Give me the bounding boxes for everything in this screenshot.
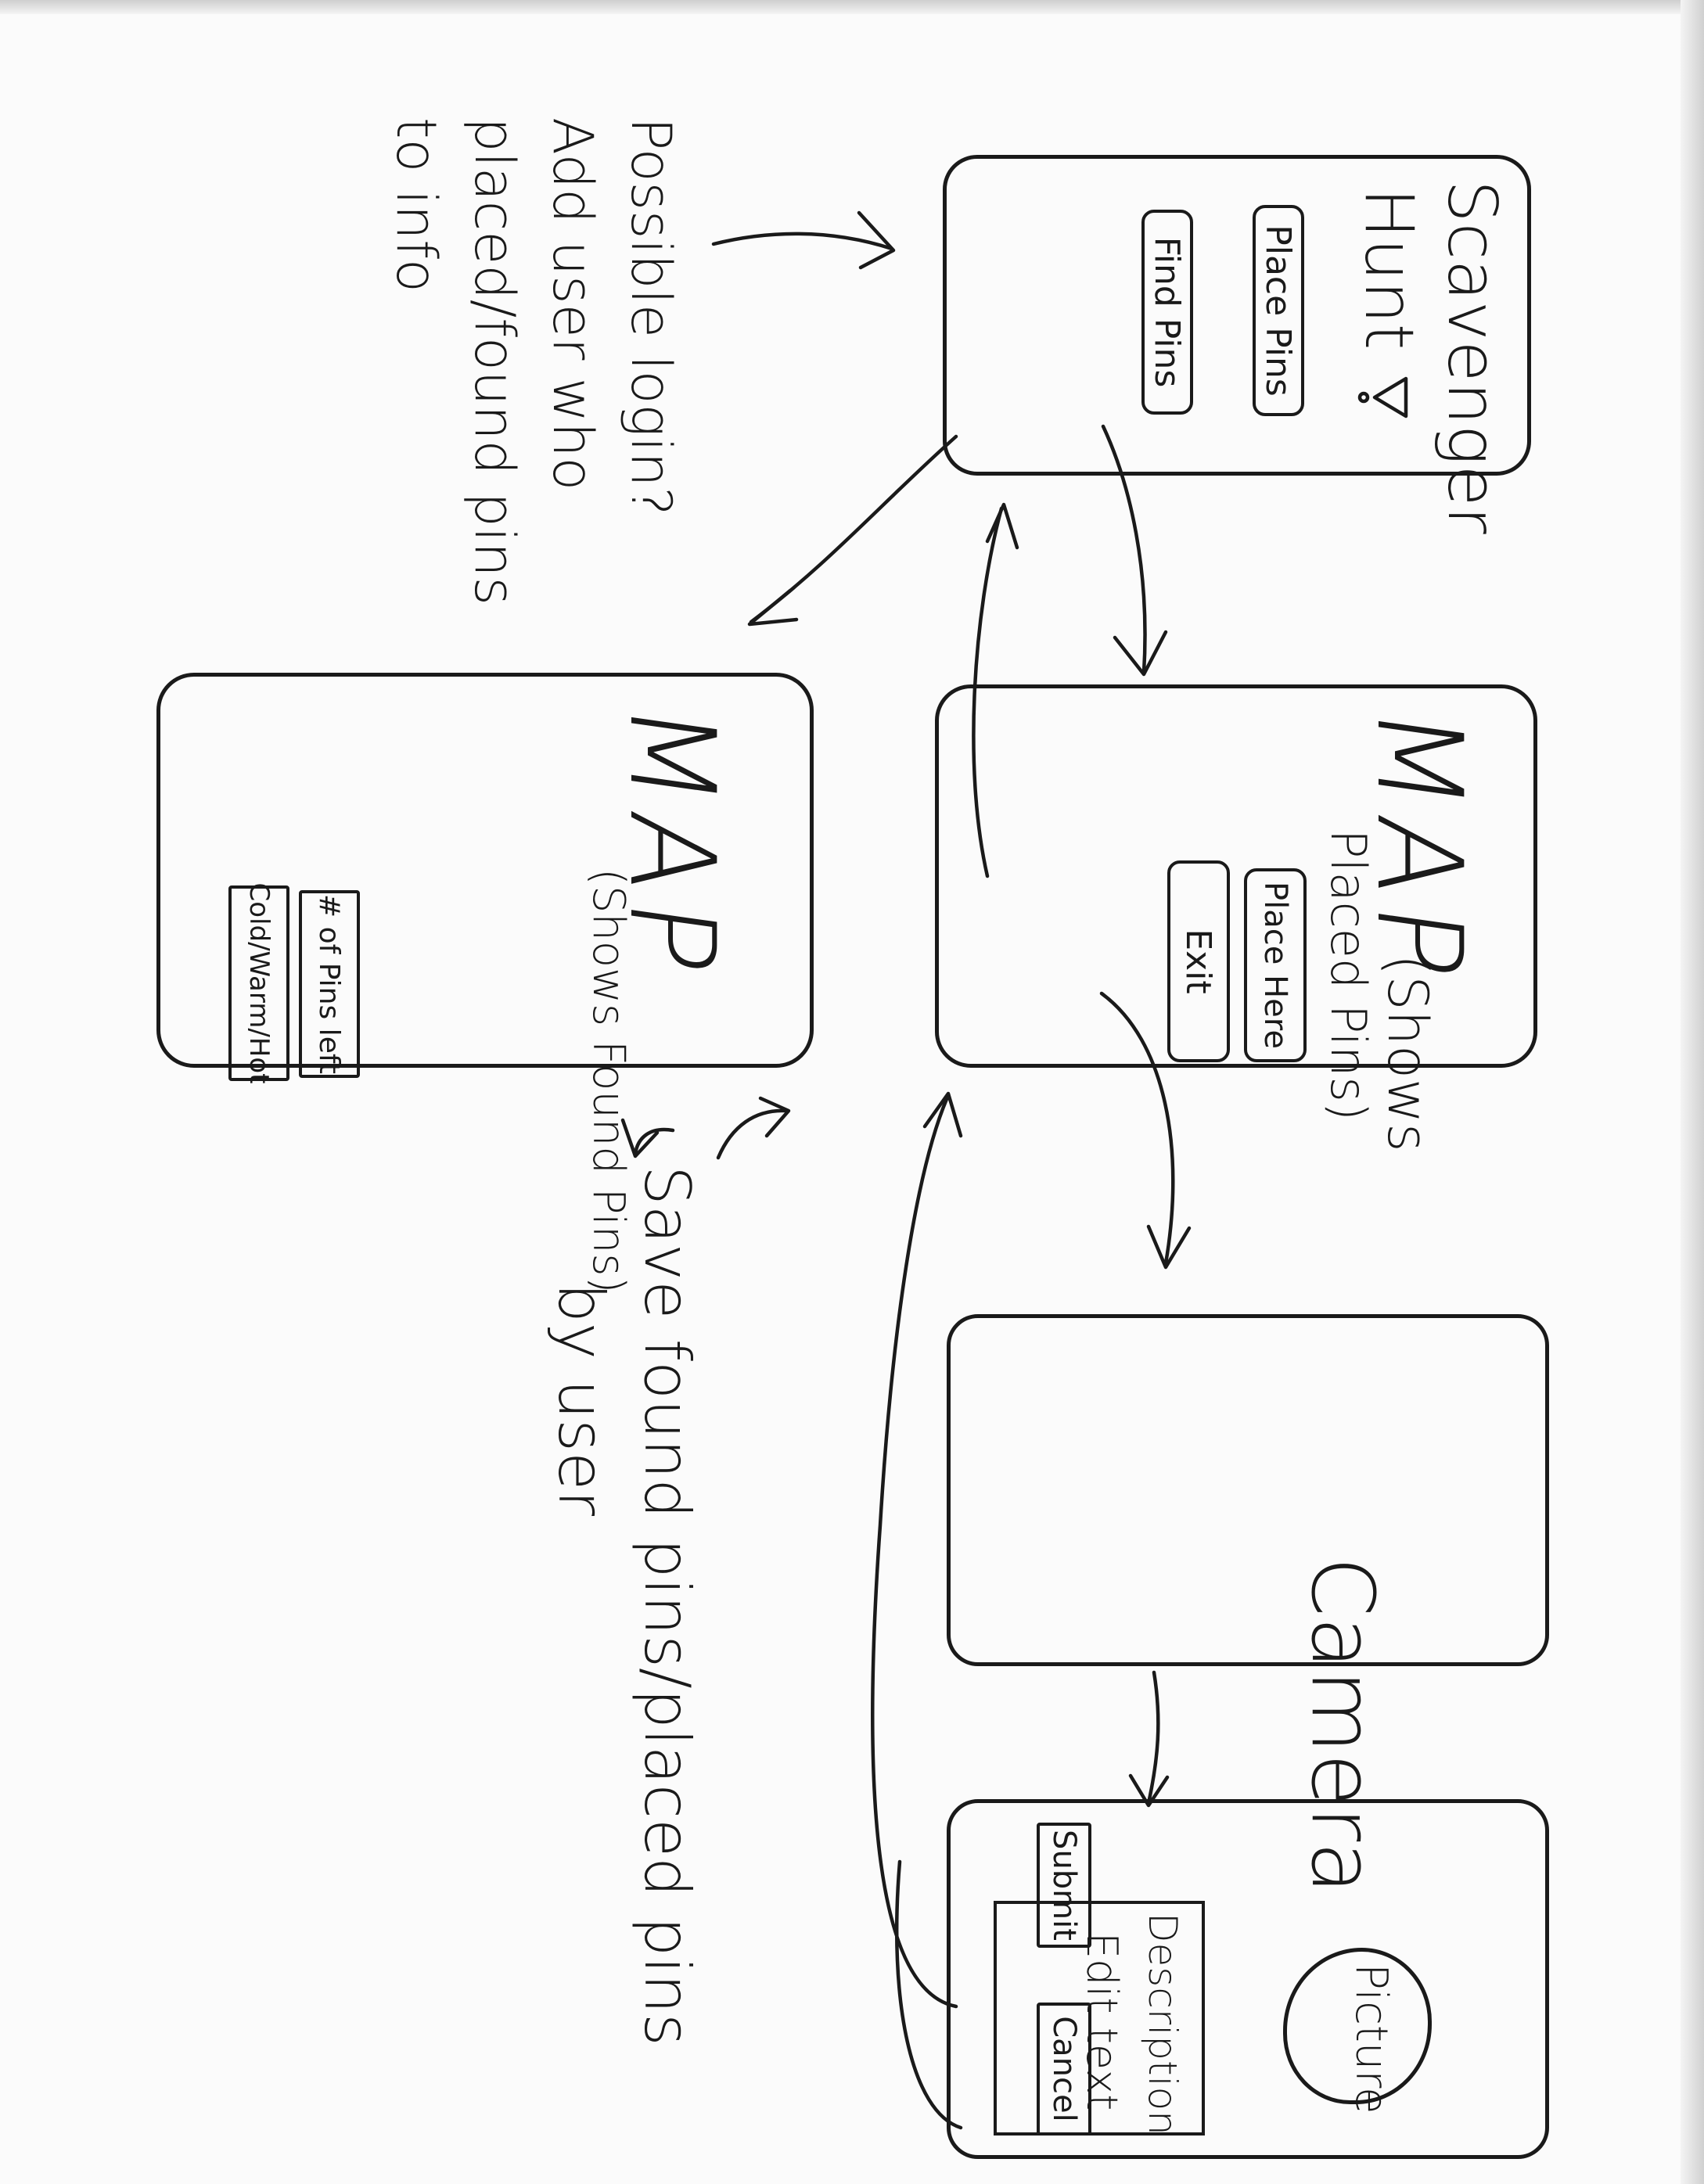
- save-note: Save found pins/placed pins by user: [0, 1166, 704, 2046]
- arrow-save-note-down: [716, 1108, 789, 1160]
- login-note-line4: to info: [384, 117, 448, 293]
- camera-content: Camera: [939, 1322, 1533, 1895]
- arrowhead-find-pins: [747, 588, 799, 627]
- arrow-login-note: [711, 232, 894, 251]
- home-screen-content: Scavenger Hunt Place Pins Find Pins: [951, 164, 1530, 534]
- login-note: Possible login? Add user who placed/foun…: [297, 117, 688, 605]
- placed-map-caption-line1: (Shows: [1375, 954, 1440, 1152]
- save-note-line1: Save found pins/placed pins: [631, 1166, 703, 2046]
- cancel-button[interactable]: Cancel: [1037, 2003, 1091, 2136]
- submit-button[interactable]: Submit: [1037, 1823, 1091, 1948]
- picture-label: Picture: [1346, 1963, 1397, 2114]
- login-note-line1: Possible login?: [619, 117, 683, 516]
- pins-left-label: # of Pins left: [299, 890, 360, 1078]
- place-pins-button[interactable]: Place Pins: [1253, 205, 1304, 416]
- place-here-button[interactable]: Place Here: [1244, 868, 1307, 1062]
- login-note-line2: Add user who: [541, 117, 605, 491]
- arrow-camera-to-submit: [1146, 1670, 1160, 1805]
- find-pins-button[interactable]: Find Pins: [1141, 210, 1193, 415]
- submit-screen: [947, 1799, 1549, 2159]
- found-map-screen: [156, 673, 814, 1068]
- arrowhead-login-note: [857, 210, 896, 270]
- cold-warm-hot-label: Cold/Warm/Hot: [228, 883, 289, 1083]
- camera-screen: [947, 1314, 1549, 1666]
- description-line1: Description: [1140, 1913, 1185, 2136]
- arrowhead-place-pins: [1113, 630, 1168, 677]
- arrowhead-submit: [922, 1091, 963, 1138]
- arrowhead-exit: [985, 502, 1019, 550]
- placed-map-screen: [935, 684, 1537, 1068]
- home-title-line2: Hunt: [1350, 188, 1428, 350]
- arrowhead-place-here: [1146, 1224, 1192, 1270]
- home-screen: [943, 155, 1531, 476]
- arrow-find-pins-to-found-map: [749, 434, 958, 624]
- submit-content: Picture Description Edit text Submit Can…: [939, 1807, 1533, 2159]
- heart-icon: [1357, 374, 1412, 421]
- save-note-line2: by user: [545, 1283, 617, 1517]
- exit-button[interactable]: Exit: [1167, 860, 1230, 1062]
- found-map-content: MAP (Shows Found Pins) # of Pins left Co…: [156, 681, 806, 1293]
- home-title-line1: Scavenger: [1433, 180, 1511, 534]
- login-note-line3: placed/found pins: [462, 117, 527, 605]
- arrow-save-note-up: [633, 1127, 675, 1156]
- placed-map-caption-line2: Placed Pins): [1320, 829, 1377, 1121]
- arrowhead-save-down: [758, 1096, 791, 1138]
- placed-map-content: MAP (Shows Placed Pins) Place Here Exit: [939, 692, 1533, 1152]
